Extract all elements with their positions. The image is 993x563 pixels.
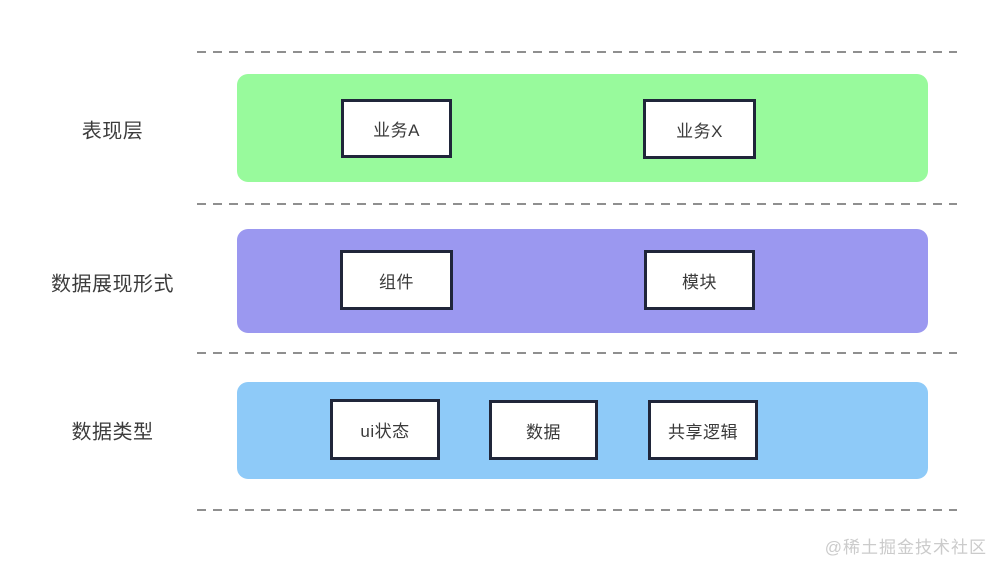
layer-label-data-type: 数据类型 xyxy=(71,421,154,444)
separator-line-top xyxy=(197,51,957,53)
node-business-x: 业务X xyxy=(643,99,756,159)
node-data: 数据 xyxy=(489,400,598,460)
node-component: 组件 xyxy=(340,250,453,310)
node-module: 模块 xyxy=(644,250,755,310)
layer-label-presentation: 表现层 xyxy=(81,120,144,143)
watermark-text: @稀土掘金技术社区 xyxy=(824,538,987,557)
node-business-a: 业务A xyxy=(341,99,452,158)
layer-label-data-display-form: 数据展现形式 xyxy=(51,273,174,296)
separator-line-2 xyxy=(197,203,957,205)
node-shared-logic: 共享逻辑 xyxy=(648,400,758,460)
separator-line-3 xyxy=(197,352,957,354)
separator-line-bottom xyxy=(197,509,957,511)
node-ui-state: ui状态 xyxy=(330,399,440,460)
